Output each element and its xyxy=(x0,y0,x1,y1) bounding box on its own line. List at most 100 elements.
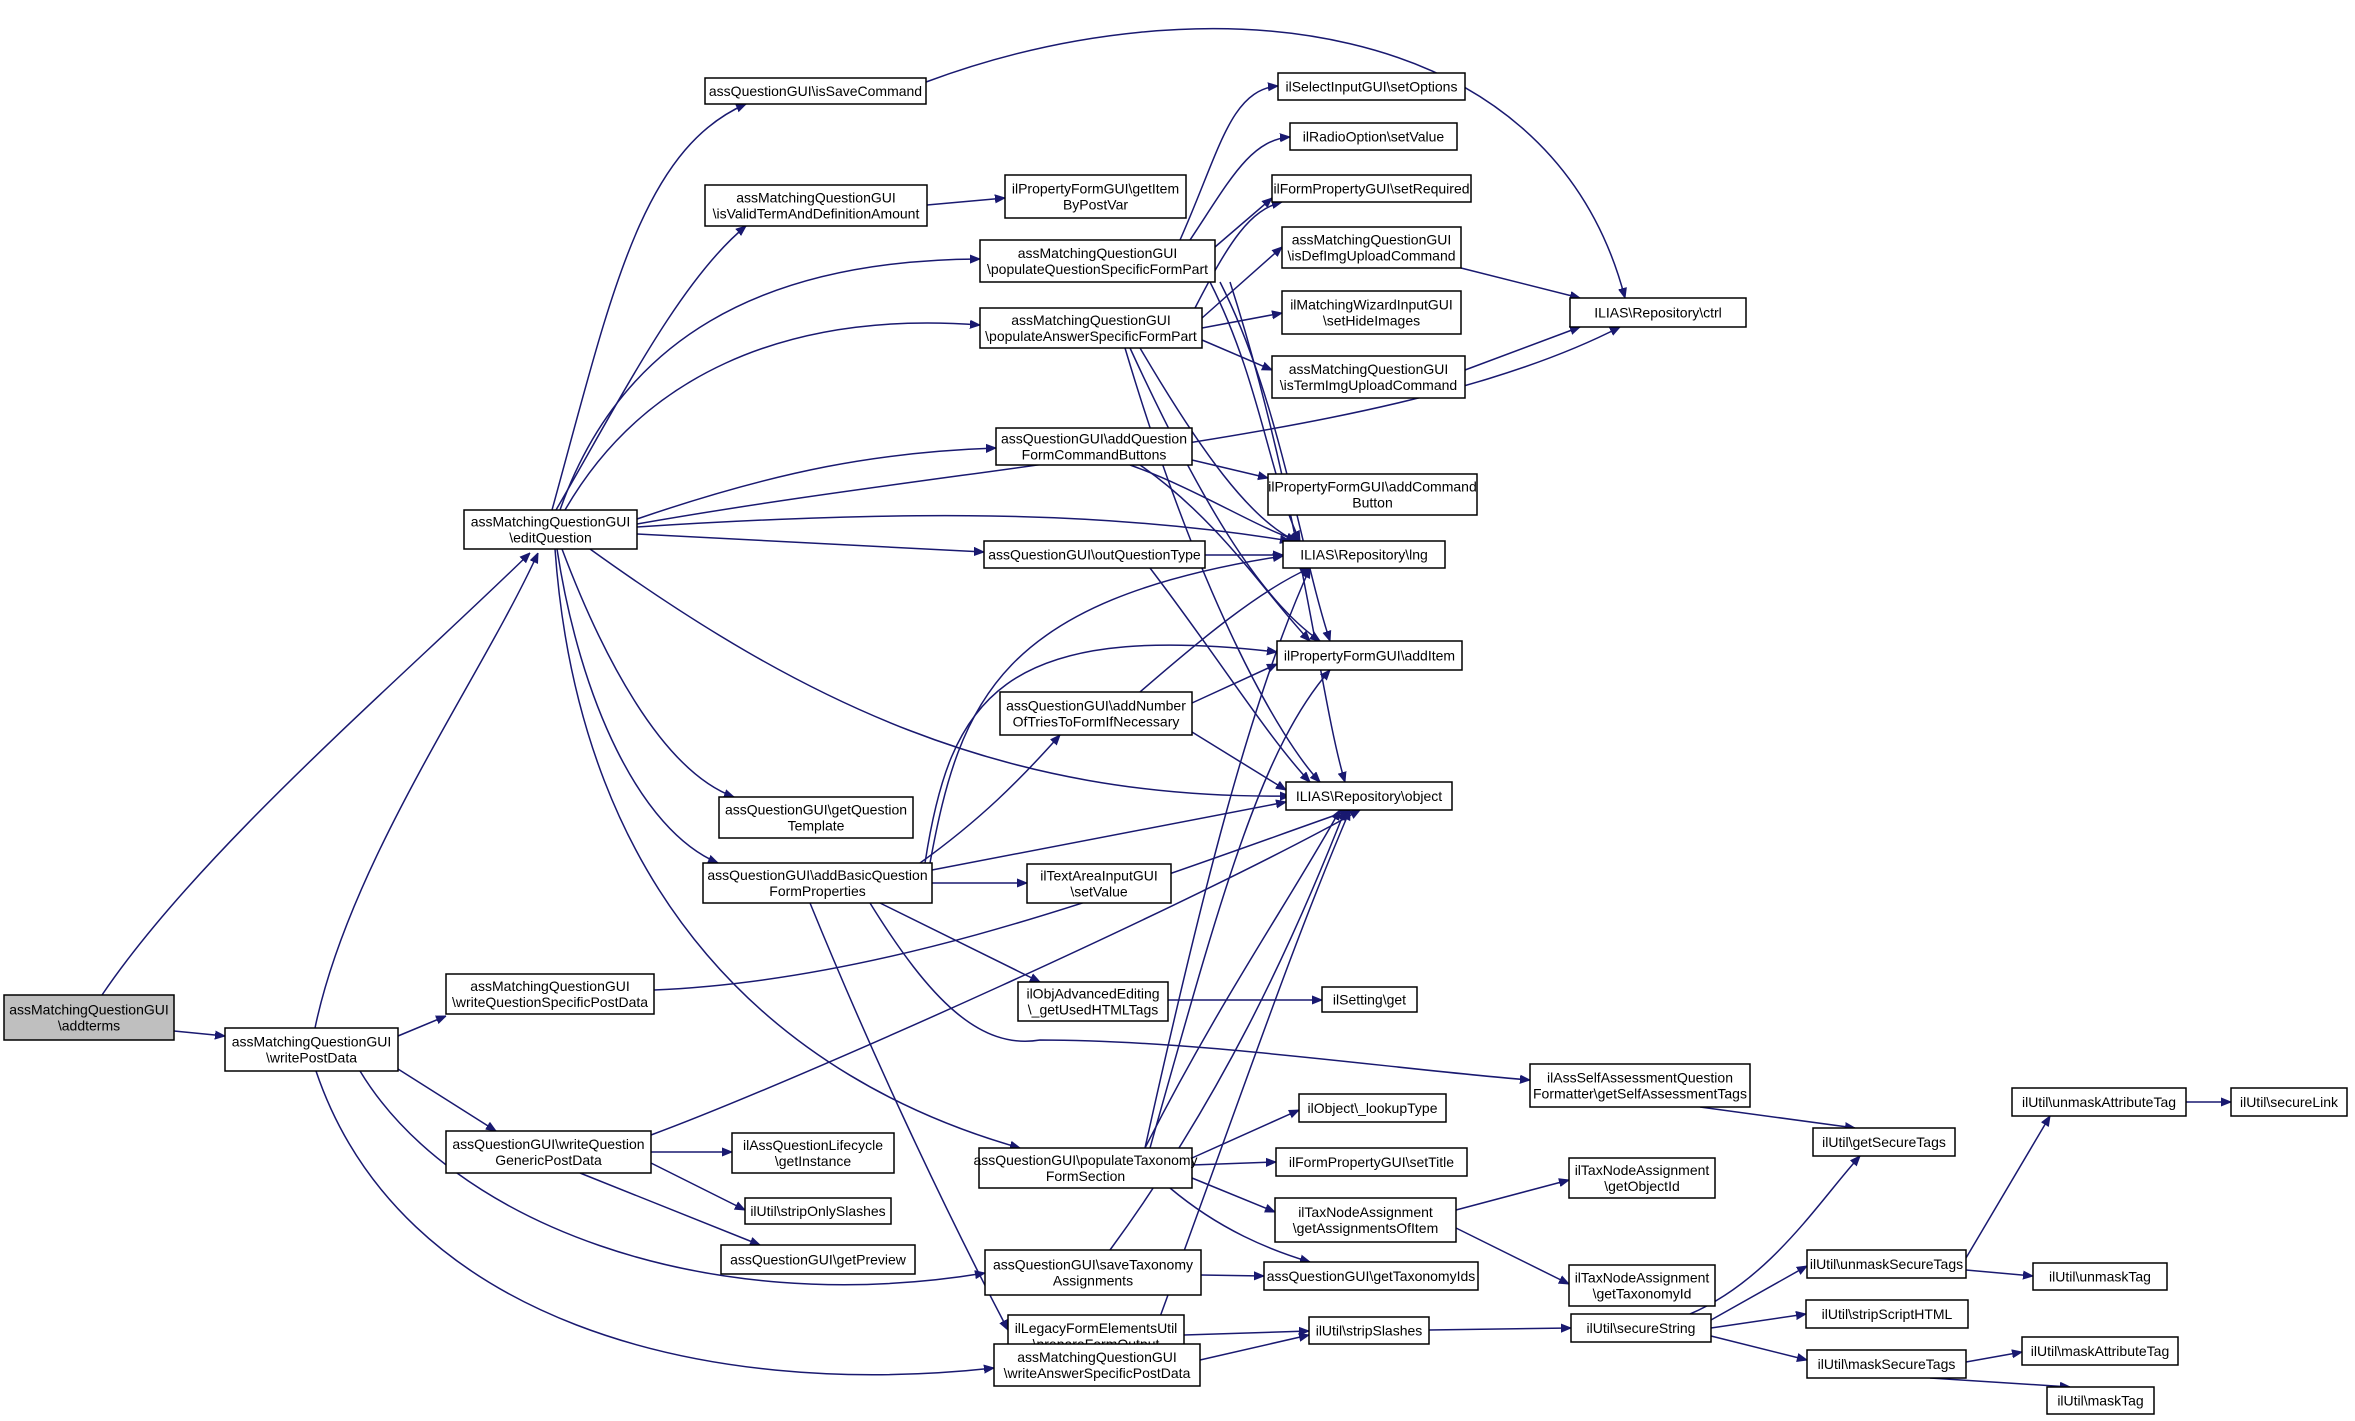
nodes-layer: assMatchingQuestionGUI\addterms assMatchi… xyxy=(3,72,2348,1415)
node-writeQGPD[interactable]: assQuestionGUI\writeQuestionGenericPostD… xyxy=(445,1130,652,1174)
node-getTaxonomyIds[interactable]: assQuestionGUI\getTaxonomyIds xyxy=(1263,1261,1479,1291)
node-writeQSPD[interactable]: assMatchingQuestionGUI\writeQuestionSpec… xyxy=(445,973,655,1015)
node-getTaxonomyId[interactable]: ilTaxNodeAssignment\getTaxonomyId xyxy=(1568,1264,1716,1307)
node-addNumberOfTries[interactable]: assQuestionGUI\addNumberOfTriesToFormIfN… xyxy=(999,691,1193,736)
node-radioSetValue[interactable]: ilRadioOption\setValue xyxy=(1289,122,1458,151)
edge-populateQSFP-to-addItem xyxy=(1219,281,1330,641)
node-getSecureTags[interactable]: ilUtil\getSecureTags xyxy=(1812,1127,1956,1157)
node-box xyxy=(1271,355,1466,399)
node-populateASFP[interactable]: assMatchingQuestionGUI\populateAnswerSpe… xyxy=(979,307,1203,349)
node-label: FormCommandButtons xyxy=(1022,447,1167,463)
node-stripOnlySlashes[interactable]: ilUtil\stripOnlySlashes xyxy=(744,1197,892,1225)
node-unmaskAttributeTag[interactable]: ilUtil\unmaskAttributeTag xyxy=(2011,1087,2187,1117)
node-editQuestion[interactable]: assMatchingQuestionGUI\editQuestion xyxy=(463,509,638,550)
edge-getAssignmentsOfItem-to-getTaxonomyId xyxy=(1455,1227,1569,1285)
node-setOptions[interactable]: ilSelectInputGUI\setOptions xyxy=(1277,72,1466,101)
node-label: ilUtil\stripOnlySlashes xyxy=(750,1203,885,1219)
node-isValidTerm[interactable]: assMatchingQuestionGUI\isValidTermAndDef… xyxy=(704,184,928,227)
edge-populateQSFP-to-setRequired xyxy=(1214,198,1272,248)
node-box xyxy=(1274,1197,1457,1243)
node-box xyxy=(1570,1313,1712,1343)
node-maskAttributeTag[interactable]: ilUtil\maskAttributeTag xyxy=(2021,1336,2179,1366)
node-isTermImg[interactable]: assMatchingQuestionGUI\isTermImgUploadCo… xyxy=(1271,355,1466,399)
node-textAreaSetValue[interactable]: ilTextAreaInputGUI\setValue xyxy=(1026,863,1172,904)
node-setHideImages[interactable]: ilMatchingWizardInputGUI\setHideImages xyxy=(1281,290,1462,335)
node-addItem[interactable]: ilPropertyFormGUI\addItem xyxy=(1276,640,1463,671)
node-box xyxy=(2032,1262,2168,1291)
node-getUsedHTMLTags[interactable]: ilObjAdvancedEditing\_getUsedHTMLTags xyxy=(1017,981,1169,1022)
node-isDefImg[interactable]: assMatchingQuestionGUI\isDefImgUploadCom… xyxy=(1281,226,1462,269)
node-stripSlashes[interactable]: ilUtil\stripSlashes xyxy=(1308,1316,1430,1345)
node-lng[interactable]: ILIAS\Repository\lng xyxy=(1282,540,1446,569)
node-label: \writePostData xyxy=(266,1050,357,1066)
node-box xyxy=(445,973,655,1015)
node-maskSecureTags[interactable]: ilUtil\maskSecureTags xyxy=(1806,1349,1967,1379)
node-outQuestionType[interactable]: assQuestionGUI\outQuestionType xyxy=(983,540,1206,569)
edge-writePostData-to-writeASPD xyxy=(315,1070,994,1376)
node-writePostData[interactable]: assMatchingQuestionGUI\writePostData xyxy=(224,1027,399,1072)
node-label: ilUtil\maskTag xyxy=(2057,1393,2143,1409)
node-label: assQuestionGUI\getTaxonomyIds xyxy=(1267,1268,1476,1284)
node-box xyxy=(1308,1316,1430,1345)
node-populateQSFP[interactable]: assMatchingQuestionGUI\populateQuestionS… xyxy=(979,239,1216,283)
node-label: \editQuestion xyxy=(509,530,592,546)
node-addterms[interactable]: assMatchingQuestionGUI\addterms xyxy=(3,994,175,1041)
node-lifecycleGetInstance[interactable]: ilAssQuestionLifecycle\getInstance xyxy=(731,1132,895,1174)
edge-outQuestionType-to-object xyxy=(1149,567,1310,782)
node-box xyxy=(1321,986,1418,1013)
node-label: \getInstance xyxy=(775,1153,851,1169)
node-getObjectId[interactable]: ilTaxNodeAssignment\getObjectId xyxy=(1568,1157,1716,1199)
node-object[interactable]: ILIAS\Repository\object xyxy=(1285,781,1453,811)
node-setRequired[interactable]: ilFormPropertyGUI\setRequired xyxy=(1271,174,1472,203)
edge-populateASFP-to-setHideImages xyxy=(1201,313,1282,329)
node-isSaveCommand[interactable]: assQuestionGUI\isSaveCommand xyxy=(704,77,927,105)
node-secureString[interactable]: ilUtil\secureString xyxy=(1570,1313,1712,1343)
node-box xyxy=(720,1244,916,1275)
edge-unmaskSecureTags-to-unmaskTag xyxy=(1965,1269,2033,1276)
node-ctrl[interactable]: ILIAS\Repository\ctrl xyxy=(1569,297,1747,328)
node-addQFCB[interactable]: assQuestionGUI\addQuestionFormCommandBut… xyxy=(995,427,1193,466)
node-label: ilUtil\stripSlashes xyxy=(1316,1323,1423,1339)
node-populateTFS[interactable]: assQuestionGUI\populateTaxonomyFormSecti… xyxy=(973,1147,1198,1189)
node-secureLink[interactable]: ilUtil\secureLink xyxy=(2230,1087,2348,1117)
node-writeASPD[interactable]: assMatchingQuestionGUI\writeAnswerSpecif… xyxy=(993,1343,1201,1387)
node-addBasicQFP[interactable]: assQuestionGUI\addBasicQuestionFormPrope… xyxy=(702,862,933,904)
node-box xyxy=(1298,1093,1447,1123)
node-maskTag[interactable]: ilUtil\maskTag xyxy=(2046,1386,2155,1415)
edge-editQuestion-to-populateASFP xyxy=(564,323,980,511)
node-setTitle[interactable]: ilFormPropertyGUI\setTitle xyxy=(1275,1147,1468,1177)
node-label: ilPropertyFormGUI\addItem xyxy=(1284,648,1455,664)
node-label: ILIAS\Repository\object xyxy=(1296,788,1442,804)
node-lookupType[interactable]: ilObject\_lookupType xyxy=(1298,1093,1447,1123)
node-getPreview[interactable]: assQuestionGUI\getPreview xyxy=(720,1244,916,1275)
node-unmaskSecureTags[interactable]: ilUtil\unmaskSecureTags xyxy=(1806,1249,1967,1279)
edge-writePostData-to-writeQSPD xyxy=(397,1015,446,1037)
node-label: assQuestionGUI\getPreview xyxy=(730,1252,907,1268)
edge-addterms-to-editQuestion xyxy=(101,553,530,996)
node-label: ilAssQuestionLifecycle xyxy=(743,1137,883,1153)
node-label: ilUtil\unmaskTag xyxy=(2049,1269,2151,1285)
node-box xyxy=(2021,1336,2179,1366)
node-settingGet[interactable]: ilSetting\get xyxy=(1321,986,1418,1013)
node-label: ILIAS\Repository\lng xyxy=(1300,547,1428,563)
node-label: ilLegacyFormElementsUtil xyxy=(1015,1320,1178,1336)
node-label: ilUtil\stripScriptHTML xyxy=(1822,1306,1953,1322)
edge-isTermImg-to-ctrl xyxy=(1464,327,1580,371)
node-getSelfAssessmentTags[interactable]: ilAssSelfAssessmentQuestionFormatter\get… xyxy=(1529,1063,1751,1108)
node-unmaskTag[interactable]: ilUtil\unmaskTag xyxy=(2032,1262,2168,1291)
node-stripScriptHTML[interactable]: ilUtil\stripScriptHTML xyxy=(1805,1299,1969,1329)
node-label: assMatchingQuestionGUI xyxy=(1018,245,1178,261)
node-box xyxy=(744,1197,892,1225)
node-label: Template xyxy=(788,818,845,834)
node-box xyxy=(445,1130,652,1174)
node-label: ilUtil\unmaskSecureTags xyxy=(1810,1256,1963,1272)
node-box xyxy=(1289,122,1458,151)
edge-writePostData-to-saveTaxAssign xyxy=(359,1070,985,1286)
edge-addNumberOfTries-to-object xyxy=(1191,731,1286,790)
node-getAssignmentsOfItem[interactable]: ilTaxNodeAssignment\getAssignmentsOfItem xyxy=(1274,1197,1457,1243)
